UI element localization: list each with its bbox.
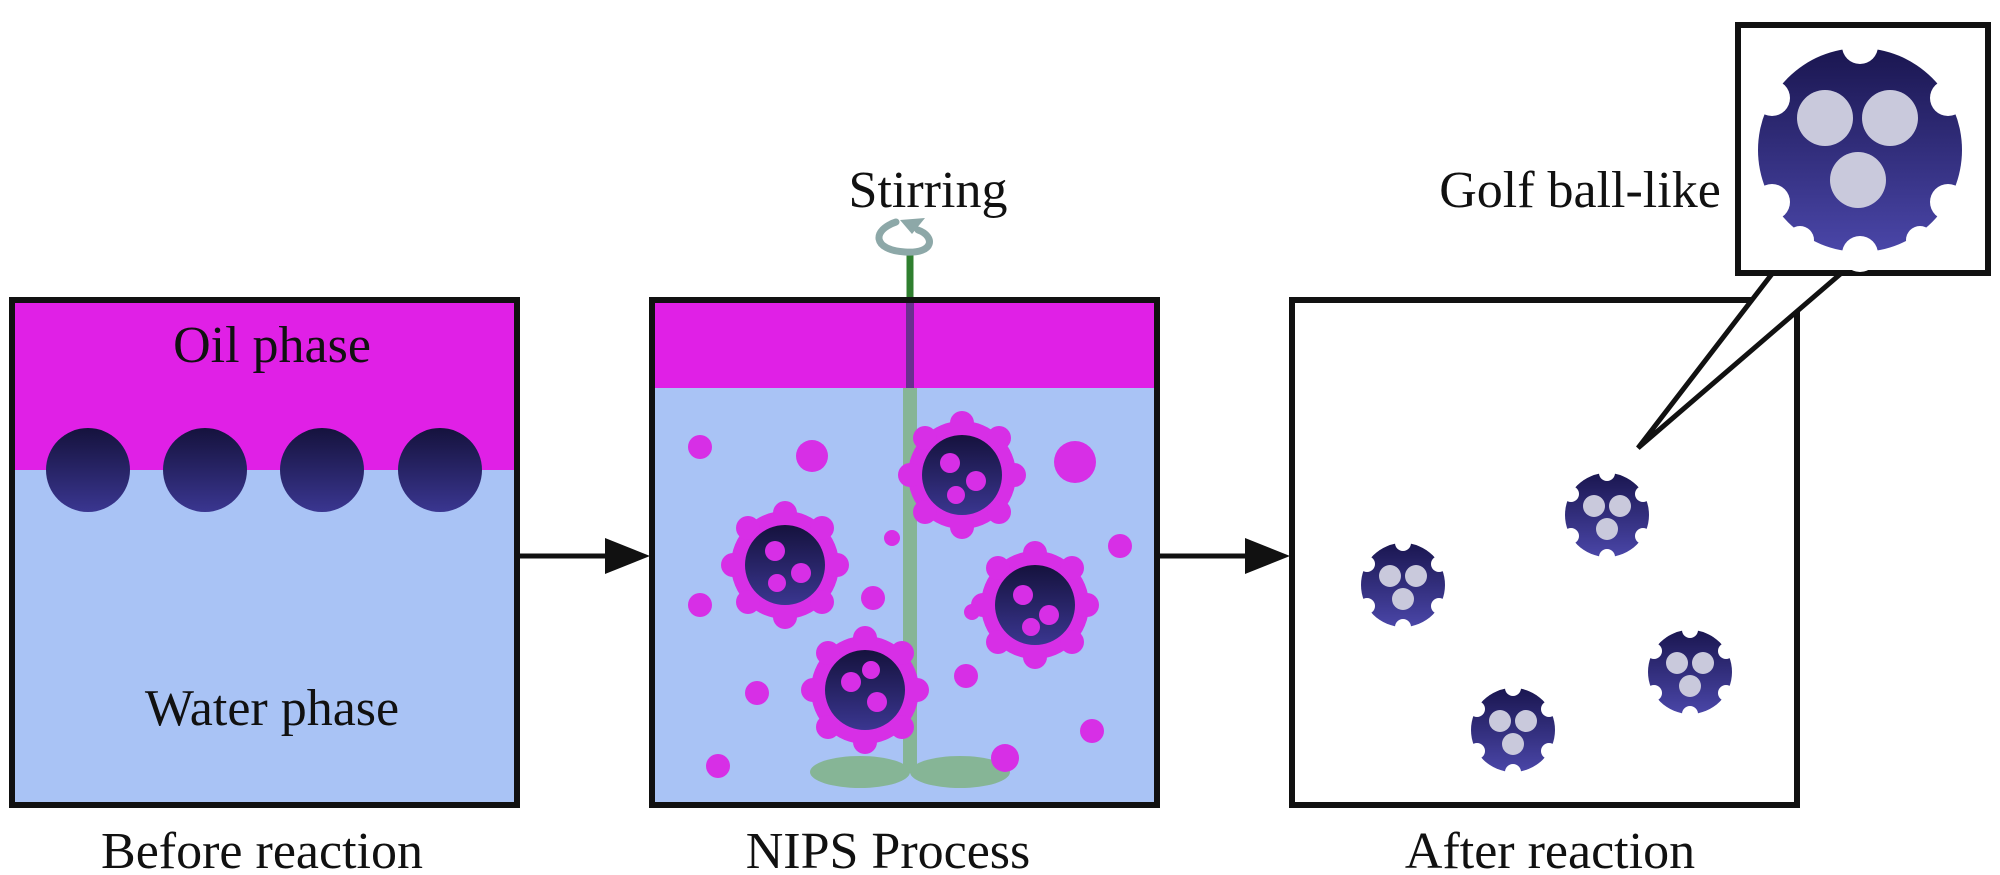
interface-particles <box>46 428 482 512</box>
golf-ball-particle <box>1469 680 1557 780</box>
particle-cluster <box>801 626 929 754</box>
interface-particle <box>46 428 130 512</box>
arrow-2 <box>1157 538 1290 574</box>
droplet <box>861 586 885 610</box>
stirrer-blade <box>810 756 910 788</box>
caption-nips-process: NIPS Process <box>746 823 1031 875</box>
water-phase-label: Water phase <box>145 680 399 737</box>
free-droplets <box>688 435 1132 778</box>
particle-cluster <box>898 411 1026 539</box>
particle-cluster <box>971 541 1099 669</box>
golf-ball-like-label: Golf ball-like <box>1439 162 1721 219</box>
stirrer-blade <box>910 756 1010 788</box>
droplet <box>954 664 978 688</box>
stirring-icon <box>875 218 933 256</box>
caption-after-reaction: After reaction <box>1405 823 1695 875</box>
interface-particle <box>280 428 364 512</box>
droplet <box>688 593 712 617</box>
interface-particle <box>163 428 247 512</box>
droplet <box>745 681 769 705</box>
arrow-1 <box>517 538 650 574</box>
golf-ball-particle <box>1359 535 1447 635</box>
oil-phase-label: Oil phase <box>173 317 371 374</box>
zoom-inset <box>1735 22 1991 276</box>
golf-ball-particle <box>1563 465 1651 565</box>
droplet <box>688 435 712 459</box>
golf-ball-particle <box>1646 622 1734 722</box>
particle-cluster <box>721 501 849 629</box>
droplet <box>706 754 730 778</box>
container-outline <box>9 297 520 808</box>
oil-phase-region <box>652 300 1157 388</box>
droplet <box>1054 441 1096 483</box>
panel-nips-process: Stirring NIPS Process <box>649 162 1160 875</box>
droplet <box>1080 719 1104 743</box>
panel-before-reaction: Oil phase Water phase Before reaction <box>9 297 520 875</box>
droplet <box>796 440 828 472</box>
droplet <box>884 530 900 546</box>
stirring-label: Stirring <box>849 162 1008 219</box>
droplet <box>1108 534 1132 558</box>
golf-ball-zoom <box>1754 28 1966 272</box>
interface-particle <box>398 428 482 512</box>
droplet <box>991 744 1019 772</box>
panel-after-reaction: Golf ball-like After reaction <box>1289 22 1991 875</box>
container-outline <box>649 297 1160 808</box>
caption-before-reaction: Before reaction <box>101 823 423 875</box>
